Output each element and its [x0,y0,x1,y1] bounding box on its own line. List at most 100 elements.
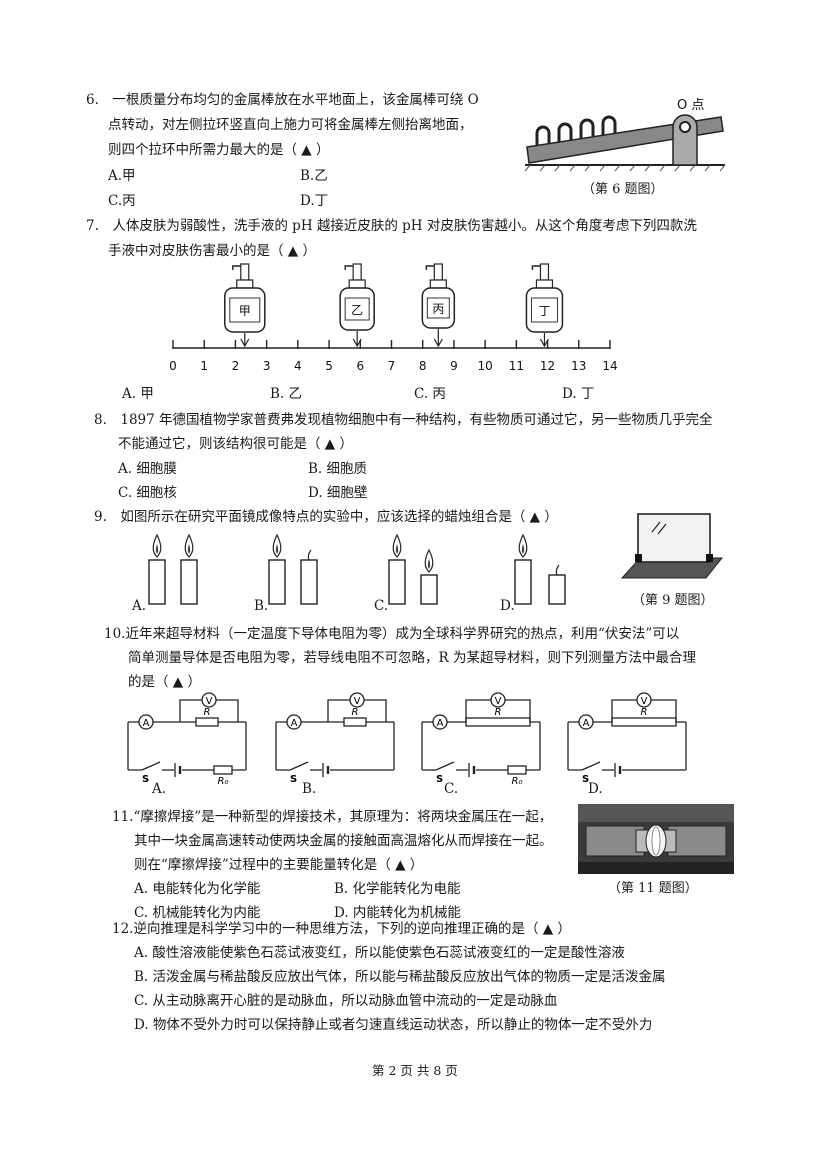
ph-tick-label: 7 [388,359,396,373]
voltmeter-label: V [206,696,213,707]
resistor-symbol [465,717,531,727]
switch-symbol [141,761,161,771]
r0-label: R₀ [218,776,229,787]
switch-gap [142,768,162,772]
q7-option-c: C. 丙 [414,386,446,402]
bottle-name: 甲 [239,304,251,318]
battery-gap [614,764,622,776]
q11-line-1: 11.“摩擦焊接”是一种新型的焊接技术，其原理为：将两块金属压在一起， [112,809,553,825]
bottle-arrow-head [352,338,362,348]
resistor-label: R [641,707,648,718]
switch-gap [582,768,602,772]
voltmeter-label: V [641,696,648,707]
q9-figure-caption: （第 9 题图） [632,593,714,608]
bottle-nozzle [232,265,241,270]
q9-mirror-figure [620,513,724,579]
q7-option-b: B. 乙 [270,386,303,402]
ammeter-symbol [138,714,154,730]
ph-tick-label: 12 [540,359,555,373]
ammeter-label: A [291,718,298,729]
switch-gap [290,768,310,772]
battery-gap [322,764,330,776]
q12-option-c: C. 从主动脉离开心脏的是动脉血，所以动脉血管中流动的一定是动脉血 [134,993,558,1009]
q6-pivot-label: O 点 [677,98,704,113]
switch-label: S [436,774,443,785]
switch-symbol [435,761,455,771]
q6-option-b: B.乙 [300,168,328,184]
q7-line-1: 7. 人体皮肤为弱酸性，洗手液的 pH 越接近皮肤的 pH 对皮肤伤害越小。从这… [86,218,697,234]
bottle-label [426,297,450,319]
q11-line-3: 则在“摩擦焊接”过程中的主要能量转化是（ ▲ ） [134,857,424,873]
bottle-pump [352,263,362,281]
bottle-name: 乙 [351,303,363,317]
bottle-arrow-head [240,338,250,348]
switch-label: S [582,774,589,785]
r0-symbol [213,765,233,775]
bottle-nozzle [344,265,354,270]
ph-tick-label: 5 [325,359,333,373]
q8-line-2: 不能通过它，则该结构很可能是（ ▲ ） [118,436,353,452]
bottle-cap [429,279,447,289]
bottle-label [344,297,370,321]
voltmeter-symbol [201,692,217,708]
q11-option-c: C. 机械能转化为内能 [134,905,261,921]
q11-welding-photo [578,804,734,874]
ph-tick-label: 10 [478,359,493,373]
resistor-label: R [495,707,502,718]
q6-figure-caption: （第 6 题图） [582,182,664,197]
bottle-nozzle [425,265,435,270]
q9-candles-figure [148,534,566,605]
r0-label: R₀ [512,776,523,787]
q10-line-1: 10.近年来超导材料（一定温度下导体电阻为零）成为全球科学界研究的热点，利用“伏… [104,626,680,642]
ph-tick-label: 4 [294,359,302,373]
q9-option-b: B. [254,598,269,614]
resistor-label: R [204,707,211,718]
q12-option-a: A. 酸性溶液能使紫色石蕊试液变红，所以能使紫色石蕊试液变红的一定是酸性溶液 [134,945,625,961]
ph-tick-label: 9 [450,359,458,373]
q10-option-b: B. [302,781,317,797]
bottle-arrow-head [539,338,549,348]
ph-tick-label: 6 [356,359,364,373]
switch-symbol [581,761,601,771]
bottle-cap [348,279,366,289]
q8-line-1: 8. 1897 年德国植物学家普费弗发现植物细胞中有一种结构，有些物质可通过它，… [94,412,713,428]
ph-tick-label: 0 [169,359,177,373]
q12-option-b: B. 活泼金属与稀盐酸反应放出气体，所以能与稀盐酸反应放出气体的物质一定是活泼金… [134,969,666,985]
q10-line-2: 简单测量导体是否电阻为零，若导线电阻不可忽略，R 为某超导材料，则下列测量方法中… [128,650,696,666]
q9-option-d: D. [500,598,515,614]
resistor-symbol [611,717,677,727]
bottle-arrow-head [433,338,443,348]
switch-symbol [289,761,309,771]
bottle-cap [535,279,554,289]
q12-option-d: D. 物体不受外力时可以保持静止或者匀速直线运动状态，所以静止的物体一定不受外力 [134,1017,653,1033]
q11-figure-caption: （第 11 题图） [608,881,698,896]
q9-line-1: 9. 如图所示在研究平面镜成像特点的实验中，应该选择的蜡烛组合是（ ▲ ） [94,509,558,525]
q11-option-a: A. 电能转化为化学能 [134,881,261,897]
q10-option-a: A. [152,781,167,797]
bottle-label [229,297,261,323]
q6-option-a: A.甲 [108,168,136,184]
bottle-pump [433,263,443,281]
battery-gap [174,764,182,776]
q9-option-c: C. [374,598,389,614]
ammeter-symbol [578,714,594,730]
resistor-label: R [352,707,359,718]
switch-label: S [290,774,297,785]
r0-symbol [507,765,527,775]
q7-line-2: 手液中对皮肤伤害最小的是（ ▲ ） [108,243,316,259]
bottle-cap [236,279,254,289]
ph-tick-label: 8 [419,359,427,373]
voltmeter-symbol [636,692,652,708]
q10-option-d: D. [588,781,603,797]
q7-option-d: D. 丁 [562,386,595,402]
ph-tick-label: 13 [571,359,586,373]
q9-option-a: A. [132,598,147,614]
q11-option-b: B. 化学能转化为电能 [334,881,461,897]
bottle-pump [539,263,550,281]
battery-gap [468,764,476,776]
ammeter-label: A [143,718,150,729]
q6-line-1: 6. 一根质量分布均匀的金属棒放在水平地面上，该金属棒可绕 O [86,92,479,108]
q6-option-d: D.丁 [300,193,329,209]
resistor-symbol [195,717,219,727]
